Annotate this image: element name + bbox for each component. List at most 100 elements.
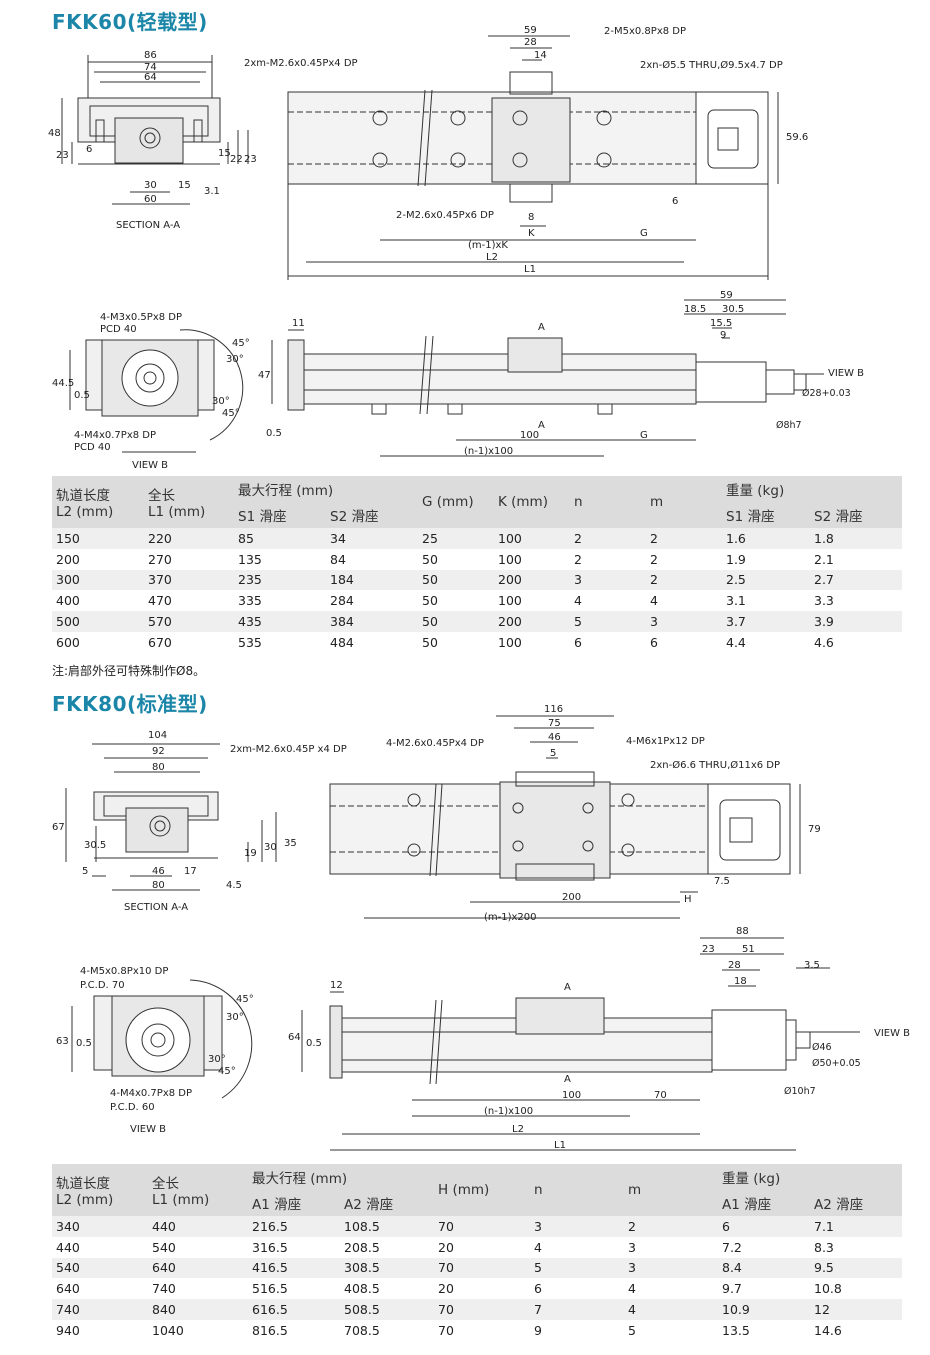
- table-cell: 8.3: [810, 1236, 902, 1258]
- table-cell: 10.8: [810, 1278, 902, 1300]
- table-cell: 50: [418, 590, 494, 612]
- table-cell: 7: [530, 1299, 624, 1320]
- table-cell: 1.8: [810, 528, 902, 549]
- table-cell: 2: [570, 528, 646, 549]
- table-cell: 340: [52, 1216, 148, 1237]
- dim-top-14: 14: [534, 50, 547, 61]
- col-a2-80: A2 滑座: [340, 1190, 434, 1216]
- viewb-label-80-2: VIEW B: [874, 1028, 910, 1039]
- dim-64: 64: [288, 1032, 301, 1043]
- dim-n100: (n-1)x100: [464, 446, 513, 457]
- table-cell: 3.1: [722, 590, 810, 612]
- table-cell: 85: [234, 528, 326, 549]
- dim-s9: 9: [720, 330, 726, 341]
- table-cell: 9.7: [718, 1278, 810, 1300]
- dim-0-5b-80: 0.5: [306, 1038, 322, 1049]
- fkk60-section-view: [61, 55, 249, 205]
- col-l1-80: 全长 L1 (mm): [148, 1164, 248, 1216]
- callout-m2-6b: 2-M2.6x0.45Px6 DP: [396, 210, 494, 221]
- table-cell: 1.6: [722, 528, 810, 549]
- table-cell: 184: [326, 569, 418, 591]
- dim-3-1: 3.1: [204, 186, 220, 197]
- table-cell: 2: [646, 569, 722, 591]
- fkk60-drawings: 86 74 64 48 23 6 15 22 23 30 15 3.1 60 S…: [0, 0, 930, 470]
- table-cell: 640: [52, 1278, 148, 1300]
- dim-0-5-80: 0.5: [76, 1038, 92, 1049]
- col-m: m: [646, 476, 722, 528]
- fkk80-drawing-svg: 104 92 80 67 30.5 19 30 35 5 46 17 80 4.…: [52, 704, 910, 1151]
- table-cell: 14.6: [810, 1319, 902, 1341]
- col-l2-80: 轨道长度 L2 (mm): [52, 1164, 148, 1216]
- dim-64: 64: [144, 72, 157, 83]
- dim-s51: 51: [742, 944, 755, 955]
- table-cell: 70: [434, 1216, 530, 1237]
- col-s1: S1 滑座: [234, 502, 326, 528]
- table-cell: 3: [646, 611, 722, 632]
- table-cell: 135: [234, 548, 326, 570]
- callout-pcd60: P.C.D. 60: [110, 1102, 155, 1113]
- col-a1-80: A1 滑座: [248, 1190, 340, 1216]
- dim-22: 22: [230, 154, 243, 165]
- dim-35: 35: [284, 838, 297, 849]
- dim-8: 8: [528, 212, 534, 223]
- dim-116: 116: [544, 704, 563, 715]
- table-cell: 9.5: [810, 1257, 902, 1279]
- dim-200: 200: [562, 892, 581, 903]
- table-cell: 4: [624, 1299, 718, 1320]
- table-cell: 516.5: [248, 1278, 340, 1300]
- col-n: n: [570, 476, 646, 528]
- dim-top-28: 28: [524, 37, 537, 48]
- table-cell: 70: [434, 1257, 530, 1279]
- dim-70: 70: [654, 1090, 667, 1101]
- table-cell: 940: [52, 1319, 148, 1341]
- dim-30: 30: [144, 180, 157, 191]
- dim-6: 6: [86, 144, 92, 155]
- dim-n100-80: (n-1)x100: [484, 1106, 533, 1117]
- fkk80-dimension-labels: 104 92 80 67 30.5 19 30 35 5 46 17 80 4.…: [52, 704, 910, 1151]
- table-cell: 34: [326, 528, 418, 549]
- table-cell: 740: [148, 1278, 248, 1300]
- dim-s18-5: 18.5: [684, 304, 706, 315]
- dim-80: 80: [152, 762, 165, 773]
- dim-s59: 59: [720, 290, 733, 301]
- fkk80-side-view: [301, 937, 860, 1151]
- dim-59-6: 59.6: [786, 132, 808, 143]
- fkk60-top-view: [287, 35, 779, 280]
- table-cell: 5: [530, 1257, 624, 1279]
- table-cell: 7.2: [718, 1236, 810, 1258]
- table-cell: 3: [570, 569, 646, 591]
- dim-s3-5: 3.5: [804, 960, 820, 971]
- table-cell: 570: [144, 611, 234, 632]
- table-cell: 740: [52, 1299, 148, 1320]
- fkk80-drawings: 104 92 80 67 30.5 19 30 35 5 46 17 80 4.…: [0, 700, 930, 1160]
- dim-6b: 6: [672, 196, 678, 207]
- angle-45b-80: 45°: [218, 1066, 236, 1077]
- table-cell: 4: [530, 1236, 624, 1258]
- table-cell: 235: [234, 569, 326, 591]
- table-cell: 200: [52, 548, 144, 570]
- table-cell: 208.5: [340, 1236, 434, 1258]
- dim-s28: 28: [728, 960, 741, 971]
- table-cell: 216.5: [248, 1216, 340, 1237]
- angle-30a-80: 30°: [226, 1012, 244, 1023]
- table-cell: 600: [52, 631, 144, 653]
- dim-23: 23: [56, 150, 69, 161]
- table-cell: 6: [718, 1216, 810, 1237]
- dim-s15-5: 15.5: [710, 318, 732, 329]
- table-cell: 270: [144, 548, 234, 570]
- table-cell: 400: [52, 590, 144, 612]
- table-cell: 50: [418, 611, 494, 632]
- table-cell: 9: [530, 1319, 624, 1341]
- section-A-top: A: [538, 322, 545, 333]
- col-stroke-80: 最大行程 (mm): [248, 1164, 434, 1190]
- table-cell: 335: [234, 590, 326, 612]
- fkk80-section-view: [65, 743, 277, 891]
- col-w1: S1 滑座: [722, 502, 810, 528]
- callout-m3: 4-M3x0.5Px8 DP: [100, 312, 182, 323]
